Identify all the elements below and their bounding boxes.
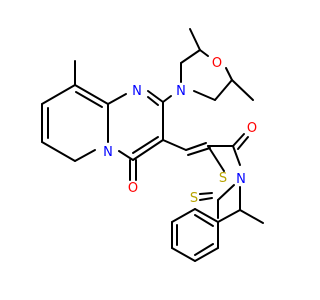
bond — [41, 141, 76, 162]
bond — [194, 208, 219, 223]
bond — [171, 208, 196, 223]
atom-s-thione: S — [190, 191, 198, 206]
bond — [162, 95, 172, 103]
bond — [189, 28, 201, 51]
bond — [171, 247, 196, 262]
bond — [107, 93, 127, 105]
atom-n-pyrimidine: N — [132, 84, 142, 99]
bonds — [41, 28, 264, 262]
atom-o-carbonyl-thiazolidinone: O — [247, 121, 257, 136]
atom-n-bridgehead: N — [103, 145, 113, 160]
bond — [75, 91, 103, 108]
atom-o-morpholine: O — [212, 56, 222, 71]
atom-n-morpholine: N — [176, 84, 186, 99]
bond — [232, 145, 241, 166]
bond — [199, 197, 213, 201]
bond — [132, 139, 164, 161]
bond — [194, 247, 219, 262]
bond — [194, 214, 214, 227]
bond — [180, 49, 201, 64]
molecule-structure: O N N N O O S N S — [41, 28, 264, 262]
bond — [225, 67, 233, 81]
atom-n-thiazolidinone: N — [236, 172, 246, 187]
bond — [199, 49, 209, 57]
bond — [118, 150, 134, 161]
bond — [237, 136, 249, 150]
bond — [231, 79, 254, 101]
bond — [187, 147, 211, 156]
bond — [194, 243, 214, 256]
bond — [74, 149, 96, 162]
bond — [41, 84, 76, 105]
bond — [232, 133, 245, 147]
bond — [217, 209, 241, 223]
bond — [239, 209, 264, 224]
bond — [185, 142, 207, 151]
bond — [147, 96, 159, 106]
bond — [199, 192, 213, 195]
bond — [214, 79, 233, 101]
atom-s-ring: S — [219, 171, 227, 186]
bond — [217, 184, 235, 201]
atom-o-carbonyl-pyrimidinone: O — [128, 181, 138, 196]
molecule-diagram: O N N N O O S N S — [41, 28, 264, 262]
bond — [207, 145, 225, 172]
bond — [162, 139, 187, 151]
bond — [193, 90, 216, 101]
bond — [147, 90, 164, 103]
bond — [132, 136, 159, 154]
atom-labels: O N N N O O S N S — [103, 56, 257, 206]
bond — [74, 84, 109, 105]
